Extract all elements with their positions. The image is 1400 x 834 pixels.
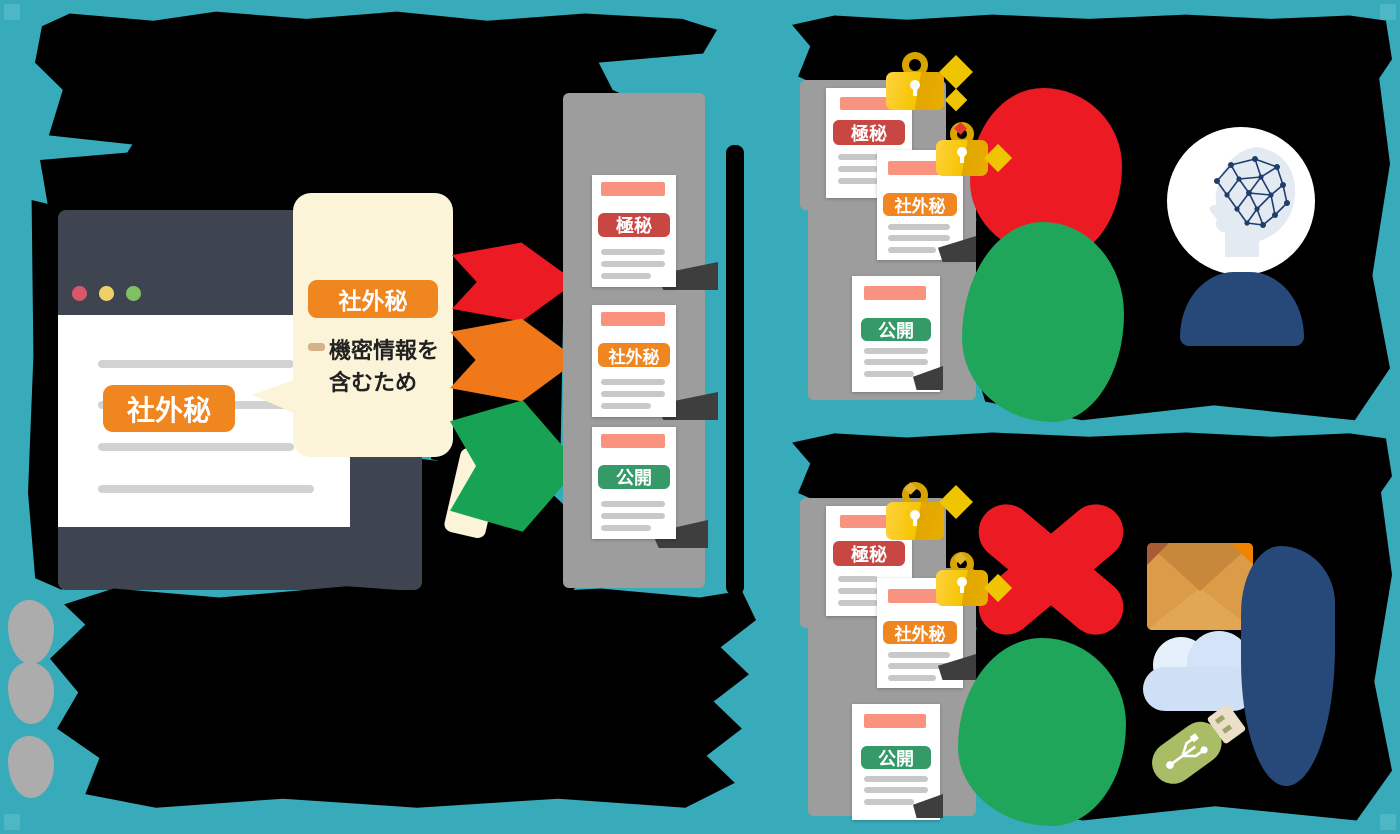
text-line: [864, 371, 914, 377]
doc-header: [840, 515, 896, 528]
lock-icon: [886, 482, 973, 542]
doc-header: [601, 312, 665, 326]
text-line: [864, 799, 914, 805]
list-bullet: [8, 600, 54, 664]
text-line: [601, 403, 651, 409]
blocked-destination-shape: [1241, 546, 1335, 786]
doc-header: [888, 161, 946, 175]
lock-keyhole: [910, 80, 920, 96]
classification-badge-public: 公開: [596, 463, 672, 491]
lock-keyhole: [957, 147, 967, 163]
classification-badge-top-secret: 極秘: [831, 539, 907, 568]
tooltip-reason-line1: 機密情報を: [329, 339, 440, 364]
corner-mark: [1380, 814, 1396, 830]
classification-badge-internal: 社外秘: [881, 619, 959, 646]
text-line: [98, 485, 314, 493]
text-line: [888, 247, 936, 253]
text-line: [888, 663, 950, 669]
tooltip-bubble: 社外秘 機密情報を 含むため: [293, 193, 453, 457]
text-line: [601, 391, 665, 397]
corner-mark: [4, 4, 20, 20]
tooltip-tail: [252, 380, 294, 413]
redacted-text-block: [726, 145, 744, 595]
sparkle-icon: [939, 55, 973, 89]
envelope-flap: [1147, 543, 1253, 591]
text-line: [888, 235, 950, 241]
doc-header: [601, 434, 665, 448]
text-line: [838, 178, 878, 184]
text-line: [601, 501, 665, 507]
text-line: [838, 166, 878, 172]
text-line: [601, 513, 665, 519]
text-line: [838, 588, 878, 594]
tooltip-reason-line2: 含むため: [329, 371, 418, 396]
usb-slot: [1221, 724, 1233, 734]
list-bullet: [8, 736, 54, 798]
usb-slot: [1214, 714, 1226, 725]
classification-badge-internal: 社外秘: [103, 385, 235, 432]
redacted-text-block: [50, 586, 756, 808]
text-line: [98, 360, 294, 368]
doc-header: [840, 97, 896, 110]
text-line: [864, 359, 928, 365]
text-line: [601, 249, 665, 255]
text-line: [888, 675, 936, 681]
usb-icon: [1143, 703, 1255, 798]
document-public: 公開: [592, 427, 676, 539]
sparkle-icon: [944, 88, 968, 112]
text-line: [601, 379, 665, 385]
text-line: [601, 261, 665, 267]
bullet-dash: [308, 343, 325, 351]
lock-icon: [886, 52, 973, 112]
cloud-icon: [1143, 627, 1255, 720]
text-line: [888, 224, 950, 230]
window-dot-green: [126, 286, 141, 301]
sparkle-icon: [983, 573, 1013, 603]
classification-badge-internal: 社外秘: [881, 191, 959, 218]
doc-header: [864, 714, 926, 728]
classification-badge-public: 公開: [859, 744, 933, 771]
brain-network-icon: [1209, 147, 1296, 257]
text-line: [888, 652, 950, 658]
doc-header: [601, 182, 665, 196]
cloud-base: [1143, 667, 1255, 711]
text-line: [864, 776, 928, 782]
sparkle-icon: [939, 485, 973, 519]
classification-badge-top-secret: 極秘: [596, 211, 672, 239]
window-dot-yellow: [99, 286, 114, 301]
approved-icon: [962, 222, 1124, 422]
document-internal: 社外秘: [877, 150, 963, 260]
doc-header: [864, 286, 926, 300]
lock-icon: [936, 552, 1016, 610]
corner-mark: [1380, 4, 1396, 20]
classification-badge-top-secret: 極秘: [831, 118, 907, 147]
usb-body: [1143, 713, 1230, 793]
ai-head-icon: [1167, 127, 1315, 275]
text-line: [864, 787, 928, 793]
document-internal: 社外秘: [592, 305, 676, 417]
text-line: [601, 273, 651, 279]
text-line: [838, 600, 878, 606]
text-line: [864, 348, 928, 354]
lock-keyhole: [957, 577, 967, 593]
lock-icon: [936, 122, 1016, 180]
window-dot-red: [72, 286, 87, 301]
envelope-icon: [1147, 543, 1253, 630]
lock-keyhole: [910, 510, 920, 526]
corner-mark: [4, 814, 20, 830]
sparkle-icon: [983, 143, 1013, 173]
classification-badge-internal: 社外秘: [308, 280, 438, 318]
document-top-secret: 極秘: [592, 175, 676, 287]
classification-badge-public: 公開: [859, 316, 933, 343]
approved-icon: [958, 638, 1126, 826]
doc-header: [888, 589, 946, 603]
envelope-body-fold: [1147, 588, 1253, 630]
text-line: [98, 443, 294, 451]
list-bullet: [8, 662, 54, 724]
text-line: [601, 525, 651, 531]
text-line: [838, 154, 878, 160]
text-line: [838, 576, 878, 582]
classification-badge-internal: 社外秘: [596, 341, 672, 369]
